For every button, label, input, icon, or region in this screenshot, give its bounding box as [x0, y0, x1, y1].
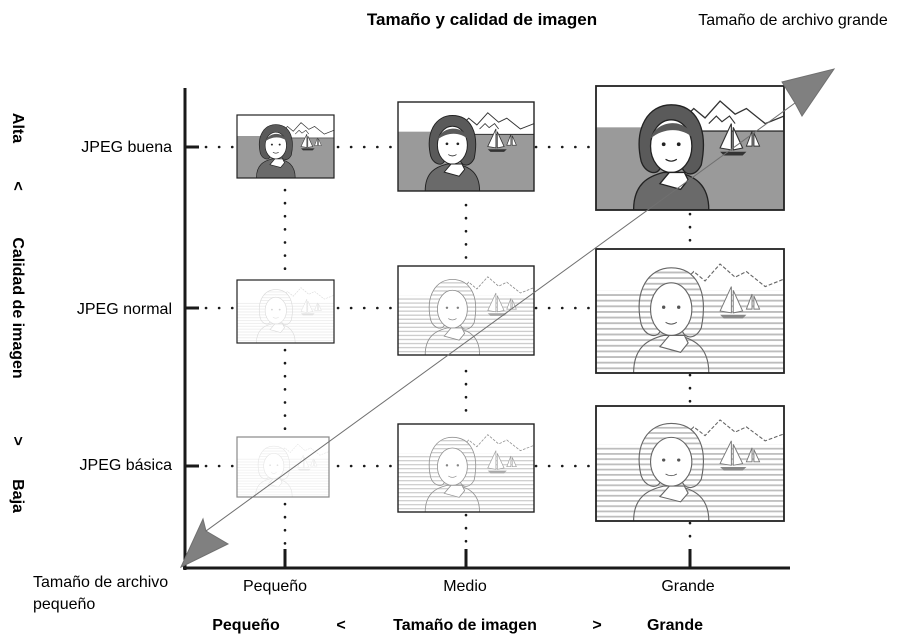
row-label-basica: JPEG básica [80, 457, 173, 474]
thumbnail-medium-buena [397, 101, 535, 192]
small-file-size-label-line2: pequeño [33, 596, 95, 613]
caption-greater-than: > [592, 617, 601, 634]
thumbnail-small-basica [236, 436, 330, 498]
thumbnail-small-buena [236, 114, 335, 179]
row-ticks [185, 145, 199, 468]
caption-image-size: Tamaño de imagen [393, 617, 537, 634]
large-file-size-label: Tamaño de archivo grande [698, 12, 888, 29]
caption-small: Pequeño [212, 617, 280, 634]
caption-low: Baja [9, 479, 26, 513]
row-label-normal: JPEG normal [77, 301, 172, 318]
file-size-arrow [179, 68, 836, 569]
caption-less-than: < [336, 617, 345, 634]
thumbnail-large-normal [595, 248, 785, 374]
caption-high: Alta [9, 113, 26, 143]
column-ticks [283, 549, 692, 568]
small-file-size-label-line1: Tamaño de archivo [33, 574, 168, 591]
thumbnail-medium-normal [397, 265, 535, 356]
column-label-grande: Grande [661, 578, 714, 595]
caption-image-quality: Calidad de imagen [9, 237, 26, 378]
column-label-pequeno: Pequeño [243, 578, 307, 595]
thumbnail-large-buena [595, 85, 785, 211]
caption-quality-greater-than: > [9, 436, 26, 445]
row-label-buena: JPEG buena [81, 139, 172, 156]
caption-quality-less-than: < [9, 181, 26, 190]
thumbnail-large-basica [595, 405, 785, 522]
caption-large: Grande [647, 617, 703, 634]
thumbnail-small-normal [236, 279, 335, 344]
thumbnail-medium-basica [397, 423, 535, 513]
image-size-caption: Pequeño < Tamaño de imagen > Grande [212, 617, 703, 634]
dotted-guides [204, 145, 692, 547]
image-quality-caption: Alta < Calidad de imagen > Baja [9, 113, 26, 513]
column-label-medio: Medio [443, 578, 487, 595]
double-arrow-icon [179, 68, 836, 569]
diagram-title: Tamaño y calidad de imagen [367, 10, 597, 29]
